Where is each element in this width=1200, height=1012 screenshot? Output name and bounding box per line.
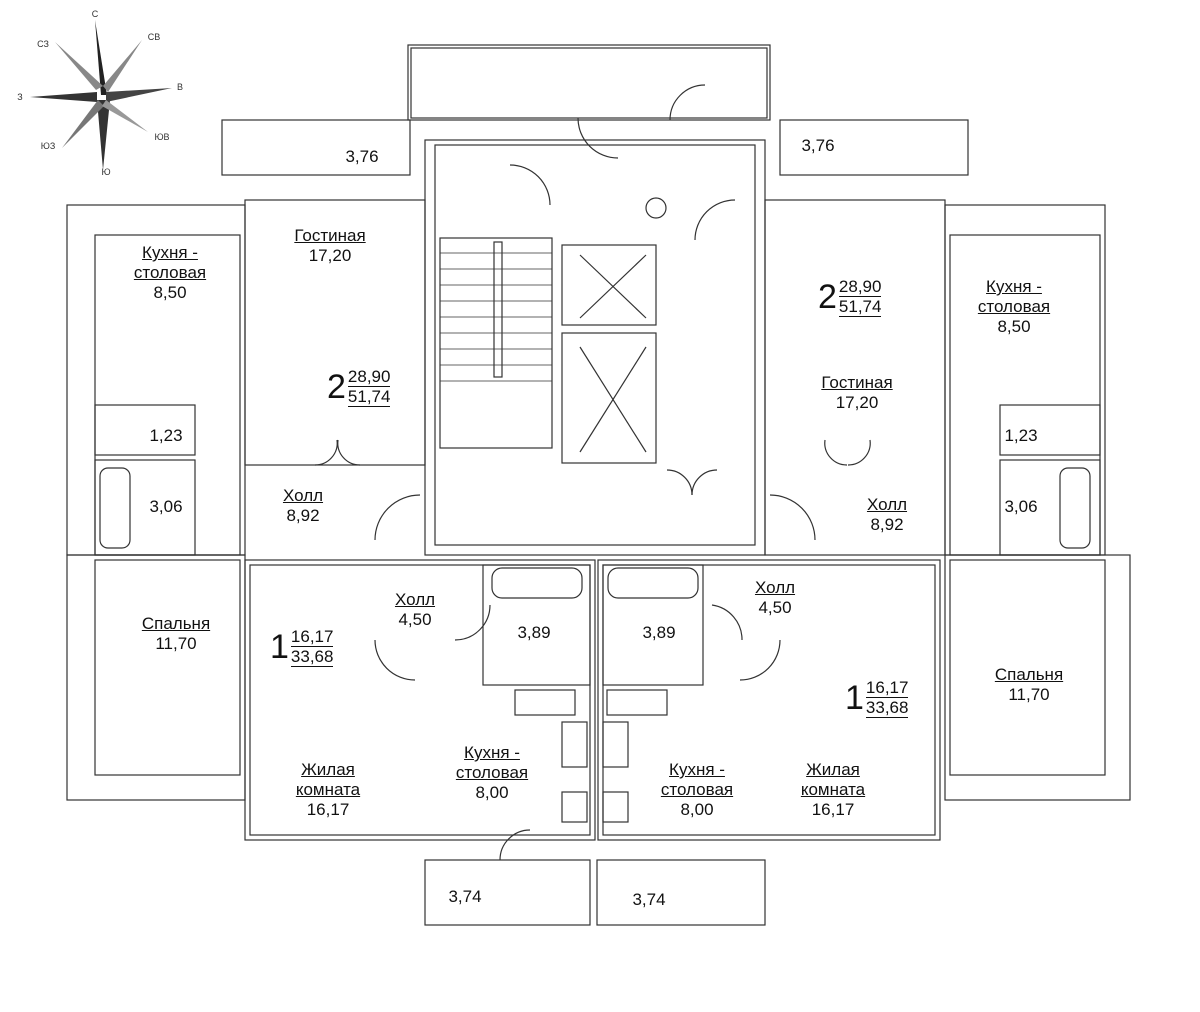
wc-area: 1,23 [149,426,183,445]
compass-se: ЮВ [154,132,170,142]
bathroom-area: 3,89 [517,623,551,642]
bathroom-area: 3,89 [642,623,676,642]
balcony-area: 3,74 [448,887,482,906]
wc-area: 1,23 [1004,426,1038,445]
bathroom-area: 3,06 [149,497,183,516]
compass-nw: СЗ [37,39,49,49]
balcony-area: 3,74 [632,890,666,909]
compass-w: З [17,92,23,102]
compass-ne: СВ [147,32,161,42]
balcony-area: 3,76 [801,136,835,155]
compass-rose-icon [30,20,172,170]
bathroom-area: 3,06 [1004,497,1038,516]
compass-n: С [91,9,99,19]
compass-sw: ЮЗ [40,141,56,151]
compass-e: В [176,82,184,92]
balcony-area: 3,76 [345,147,379,166]
compass-s: Ю [101,167,111,177]
